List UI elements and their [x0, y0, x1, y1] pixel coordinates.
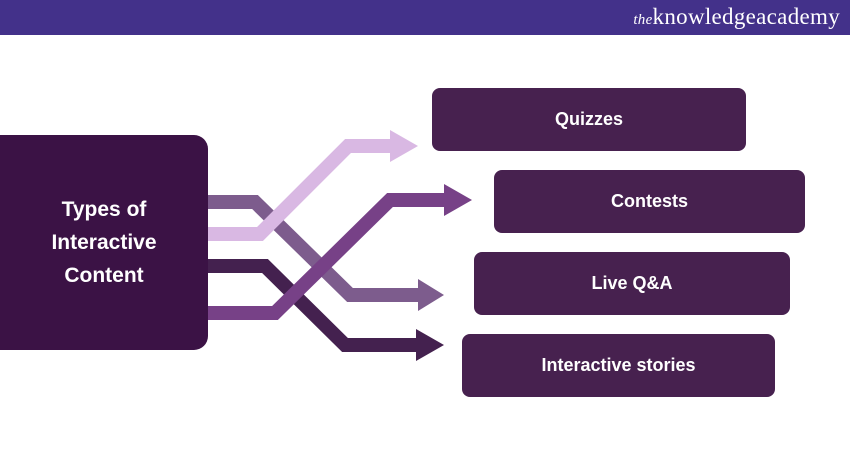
arrow-light [208, 139, 396, 241]
arrowhead-dark [416, 329, 444, 361]
arrowhead-muted [418, 279, 444, 311]
arrow-muted [208, 195, 422, 302]
arrow-medium [208, 193, 448, 320]
target-quizzes: Quizzes [432, 88, 746, 151]
logo-prefix: the [633, 12, 653, 28]
arrow-dark [208, 259, 420, 352]
header-bar: theknowledgeacademy [0, 0, 850, 35]
target-contests: Contests [494, 170, 805, 233]
target-label: Quizzes [554, 109, 624, 129]
source-label: Types of Interactive Content [51, 198, 157, 287]
target-live-qa: Live Q&A [474, 252, 790, 315]
arrowhead-light [390, 130, 418, 162]
source-box: Types of Interactive Content [0, 135, 208, 350]
target-interactive-stories: Interactive stories [462, 334, 775, 397]
target-label: Contests [610, 191, 688, 211]
brand-logo[interactable]: theknowledgeacademy [633, 4, 840, 30]
logo-main: knowledgeacademy [652, 4, 840, 29]
target-label: Interactive stories [541, 355, 696, 375]
target-label: Live Q&A [591, 273, 673, 293]
arrowhead-medium [444, 184, 472, 216]
